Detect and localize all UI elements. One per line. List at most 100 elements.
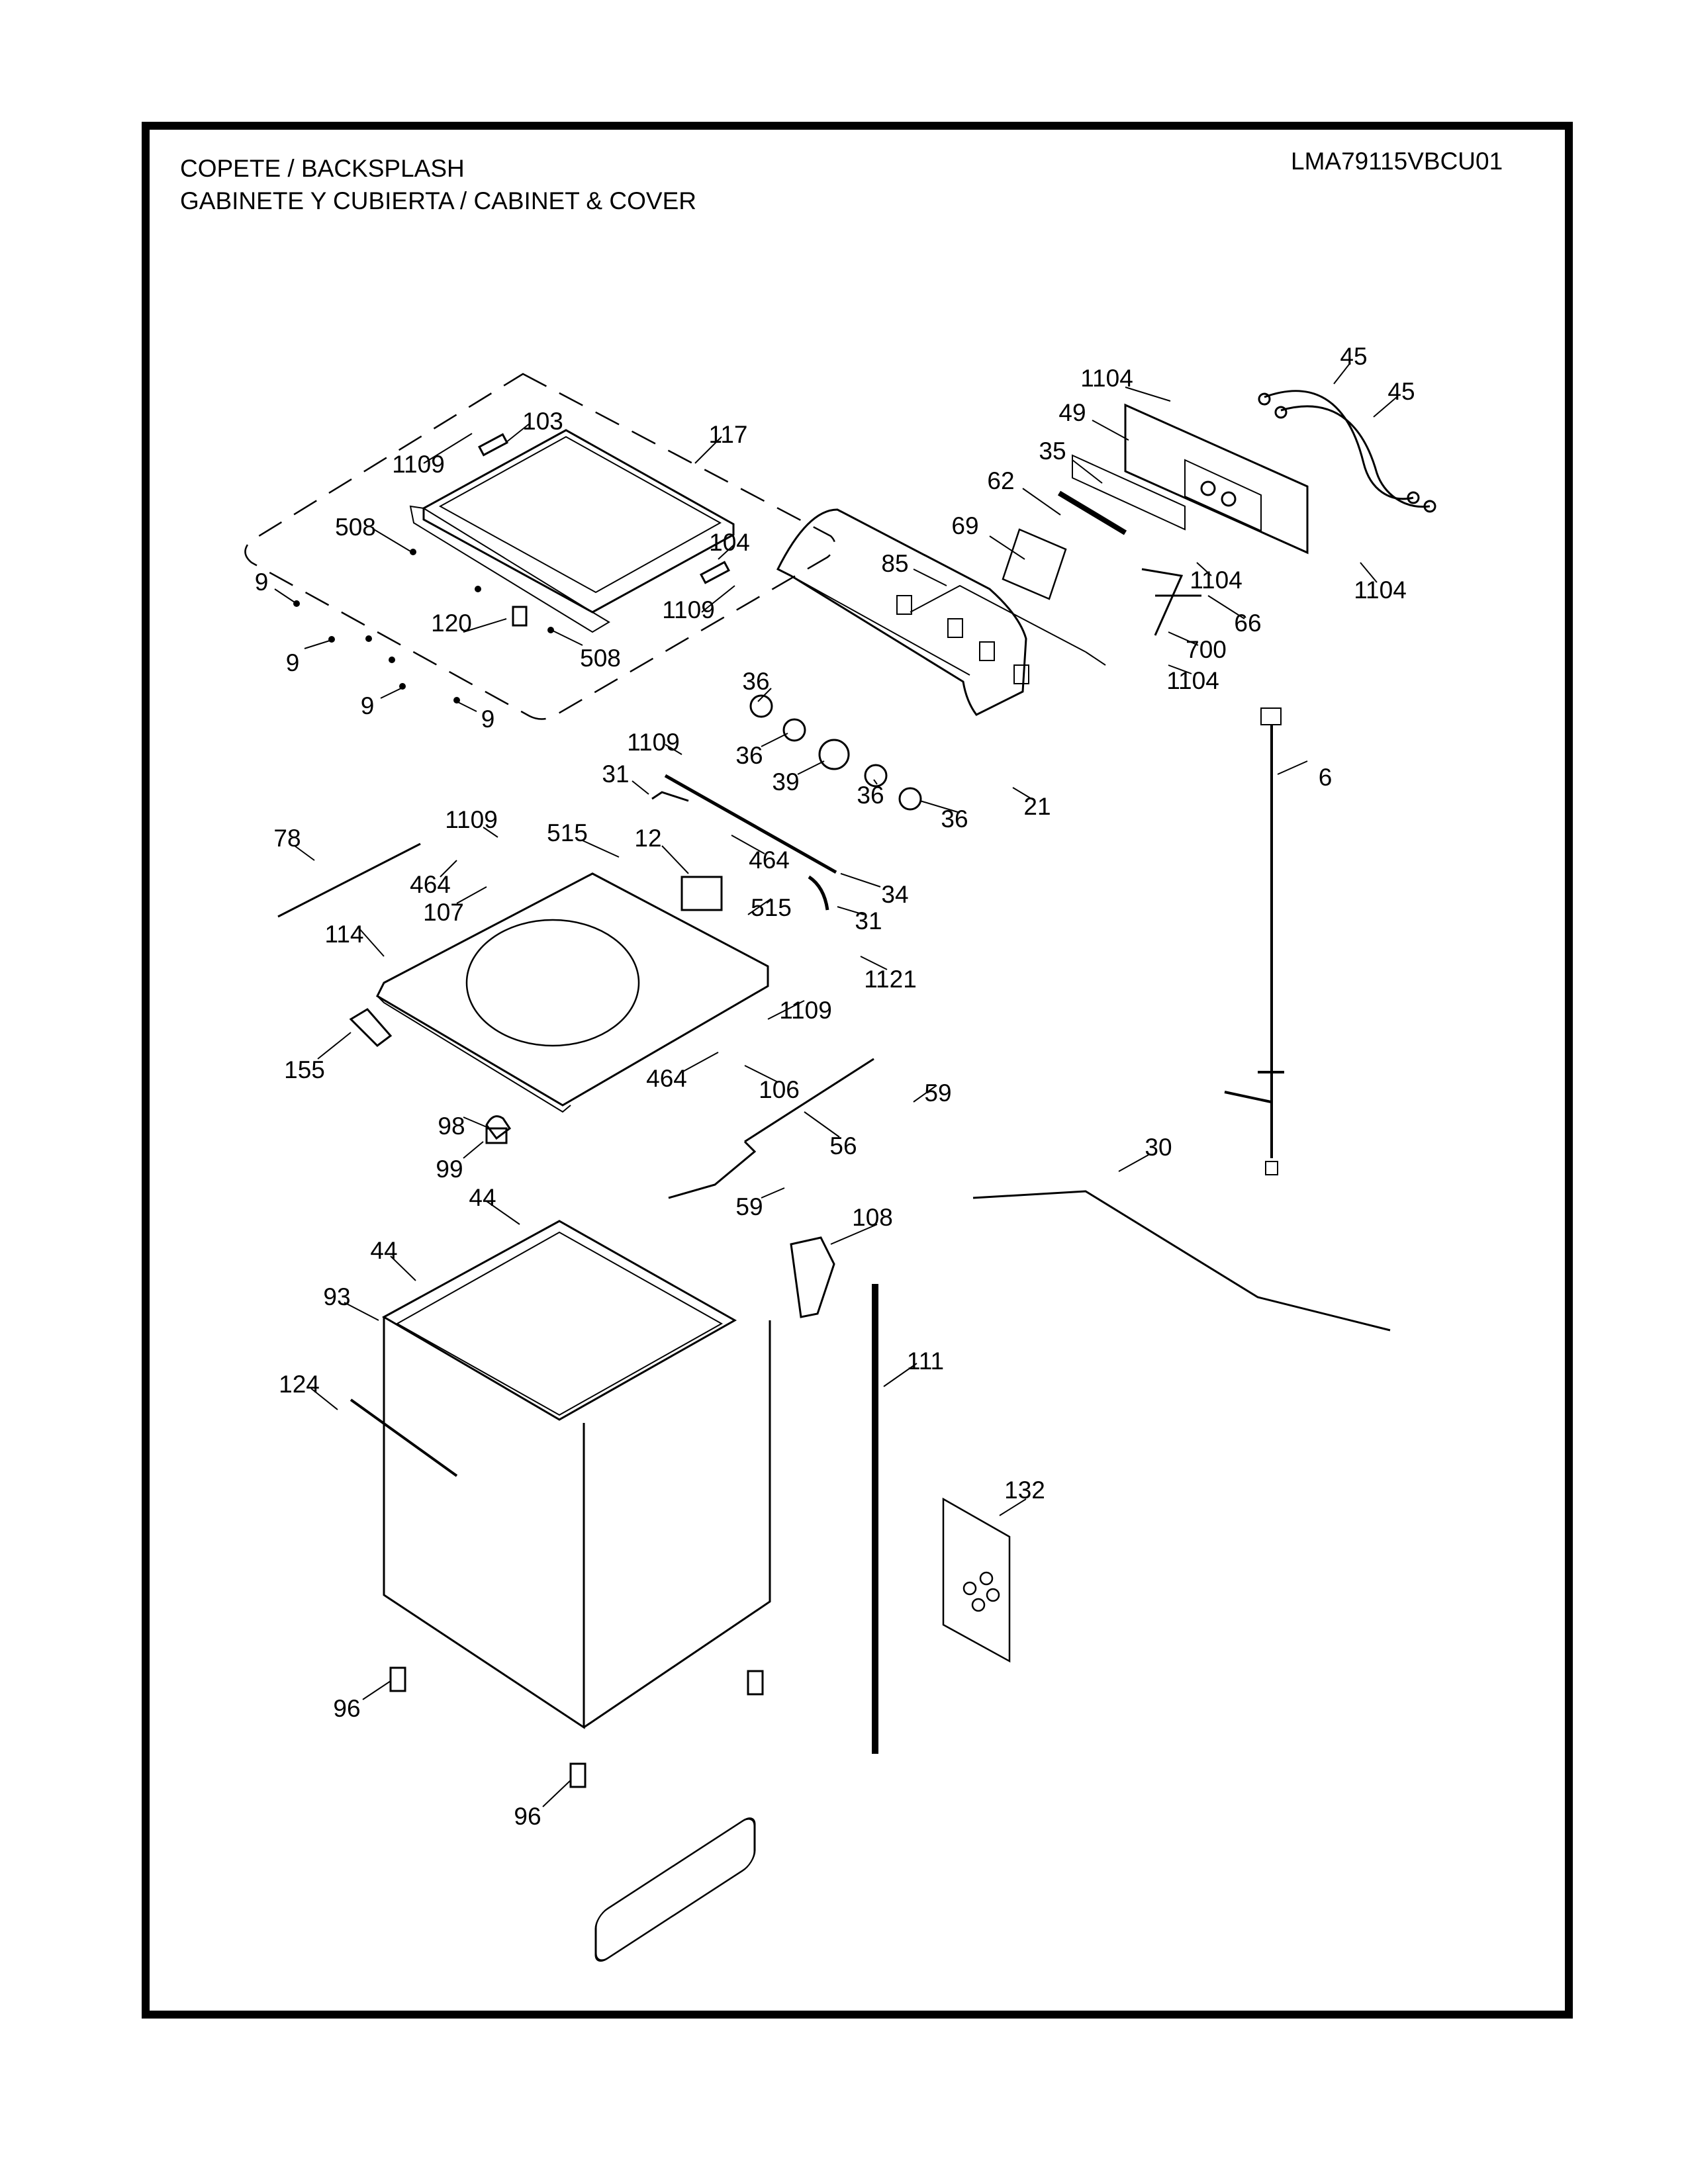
cabinet-panel-embosses (594, 1817, 756, 1962)
power-cord-6 (1224, 707, 1284, 1175)
harness-78 (277, 842, 421, 918)
callout-9: 9 (481, 705, 495, 733)
callout-99: 99 (436, 1156, 463, 1183)
callout-117: 117 (708, 421, 748, 448)
switch-120 (512, 606, 528, 627)
callout-700: 700 (1186, 636, 1227, 663)
rod-34 (664, 774, 837, 874)
callout-515: 515 (547, 819, 588, 846)
callout-36: 36 (735, 742, 763, 769)
callout-104: 104 (709, 529, 750, 556)
gasket-kit-132 (942, 1497, 1011, 1663)
callout-44: 44 (469, 1184, 496, 1211)
bracket-35 (1072, 454, 1186, 531)
console-21 (776, 508, 1027, 716)
callout-120: 120 (431, 610, 472, 637)
callout-36: 36 (941, 805, 968, 833)
fill-hoses-45 (1258, 390, 1436, 513)
callout-108: 108 (852, 1204, 893, 1231)
title-cabinet-cover: GABINETE Y CUBIERTA / CABINET & COVER (180, 187, 696, 214)
hinge-bracket-62 (1057, 490, 1127, 535)
switch-99 (485, 1127, 508, 1144)
callout-56: 56 (829, 1132, 857, 1160)
top-cover-114 (376, 872, 769, 1113)
callout-31: 31 (855, 907, 882, 934)
harness-66 (1141, 568, 1201, 636)
strip-124 (350, 1398, 458, 1477)
callout-85: 85 (881, 550, 909, 577)
callout-66: 66 (1234, 610, 1262, 637)
callout-6: 6 (1318, 764, 1333, 791)
model-number: LMA79115VBCU01 (1291, 148, 1503, 175)
rear-panel-49 (1124, 403, 1309, 555)
callout-96: 96 (514, 1803, 541, 1830)
knobs (749, 694, 922, 811)
callout-93: 93 (323, 1283, 351, 1310)
switch-harness-85 (896, 584, 1106, 684)
valve-12 (680, 876, 723, 911)
callout-45: 45 (1340, 343, 1368, 370)
callout-111: 111 (906, 1347, 945, 1375)
clip-31b (808, 875, 829, 911)
callout-98: 98 (438, 1113, 465, 1140)
callout-96: 96 (333, 1695, 361, 1722)
lid-assembly-outline (244, 373, 836, 720)
leader-lines (274, 362, 1397, 1807)
pump-108 (790, 1236, 835, 1318)
callout-36: 36 (742, 668, 770, 695)
callout-1104: 1104 (1190, 567, 1243, 594)
callout-30: 30 (1145, 1134, 1172, 1161)
callout-45: 45 (1387, 378, 1415, 405)
callout-12: 12 (634, 825, 662, 852)
callout-1104: 1104 (1354, 576, 1407, 604)
callout-515: 515 (751, 894, 792, 921)
callout-1109: 1109 (627, 729, 680, 756)
callout-464: 464 (410, 871, 451, 898)
callout-34: 34 (881, 881, 909, 908)
callout-132: 132 (1004, 1477, 1045, 1504)
callout-103: 103 (522, 408, 563, 435)
dispenser-155 (349, 1008, 393, 1047)
callout-35: 35 (1039, 437, 1066, 465)
leveling-legs-96 (389, 1666, 764, 1788)
callout-1104: 1104 (1080, 365, 1133, 392)
hinge-104 (700, 561, 730, 584)
lock-98 (485, 1115, 512, 1140)
callout-69: 69 (951, 512, 979, 539)
callout-62: 62 (987, 467, 1015, 494)
callout-21: 21 (1023, 793, 1051, 820)
callout-1109: 1109 (445, 806, 498, 833)
harness-56 (668, 1058, 874, 1199)
lid-part (409, 429, 735, 633)
callout-78: 78 (273, 825, 301, 852)
cabinet-93 (381, 1220, 771, 1729)
callout-106: 106 (759, 1076, 800, 1103)
callout-464: 464 (646, 1065, 687, 1092)
callout-1109: 1109 (779, 997, 832, 1024)
callout-155: 155 (284, 1056, 325, 1083)
callout-1104: 1104 (1166, 667, 1219, 694)
callout-114: 114 (324, 921, 364, 948)
callout-107: 107 (423, 899, 464, 926)
callout-44: 44 (370, 1237, 398, 1264)
callout-124: 124 (279, 1371, 320, 1398)
callout-36: 36 (857, 782, 884, 809)
callout-464: 464 (749, 846, 790, 874)
callout-9: 9 (285, 649, 300, 676)
callout-59: 59 (924, 1079, 952, 1107)
callout-1109: 1109 (392, 451, 445, 478)
callout-508: 508 (580, 645, 621, 672)
callout-1121: 1121 (864, 966, 917, 993)
harness-30 (972, 1190, 1391, 1332)
hinge-103 (478, 433, 508, 457)
drawing-frame (142, 122, 1573, 2019)
callout-59: 59 (735, 1193, 763, 1220)
callout-9: 9 (254, 569, 269, 596)
callout-39: 39 (772, 768, 800, 796)
callout-1109: 1109 (662, 596, 715, 623)
callout-9: 9 (360, 692, 375, 719)
screws (293, 549, 554, 704)
callout-31: 31 (602, 760, 630, 788)
control-board-69 (1002, 528, 1067, 600)
